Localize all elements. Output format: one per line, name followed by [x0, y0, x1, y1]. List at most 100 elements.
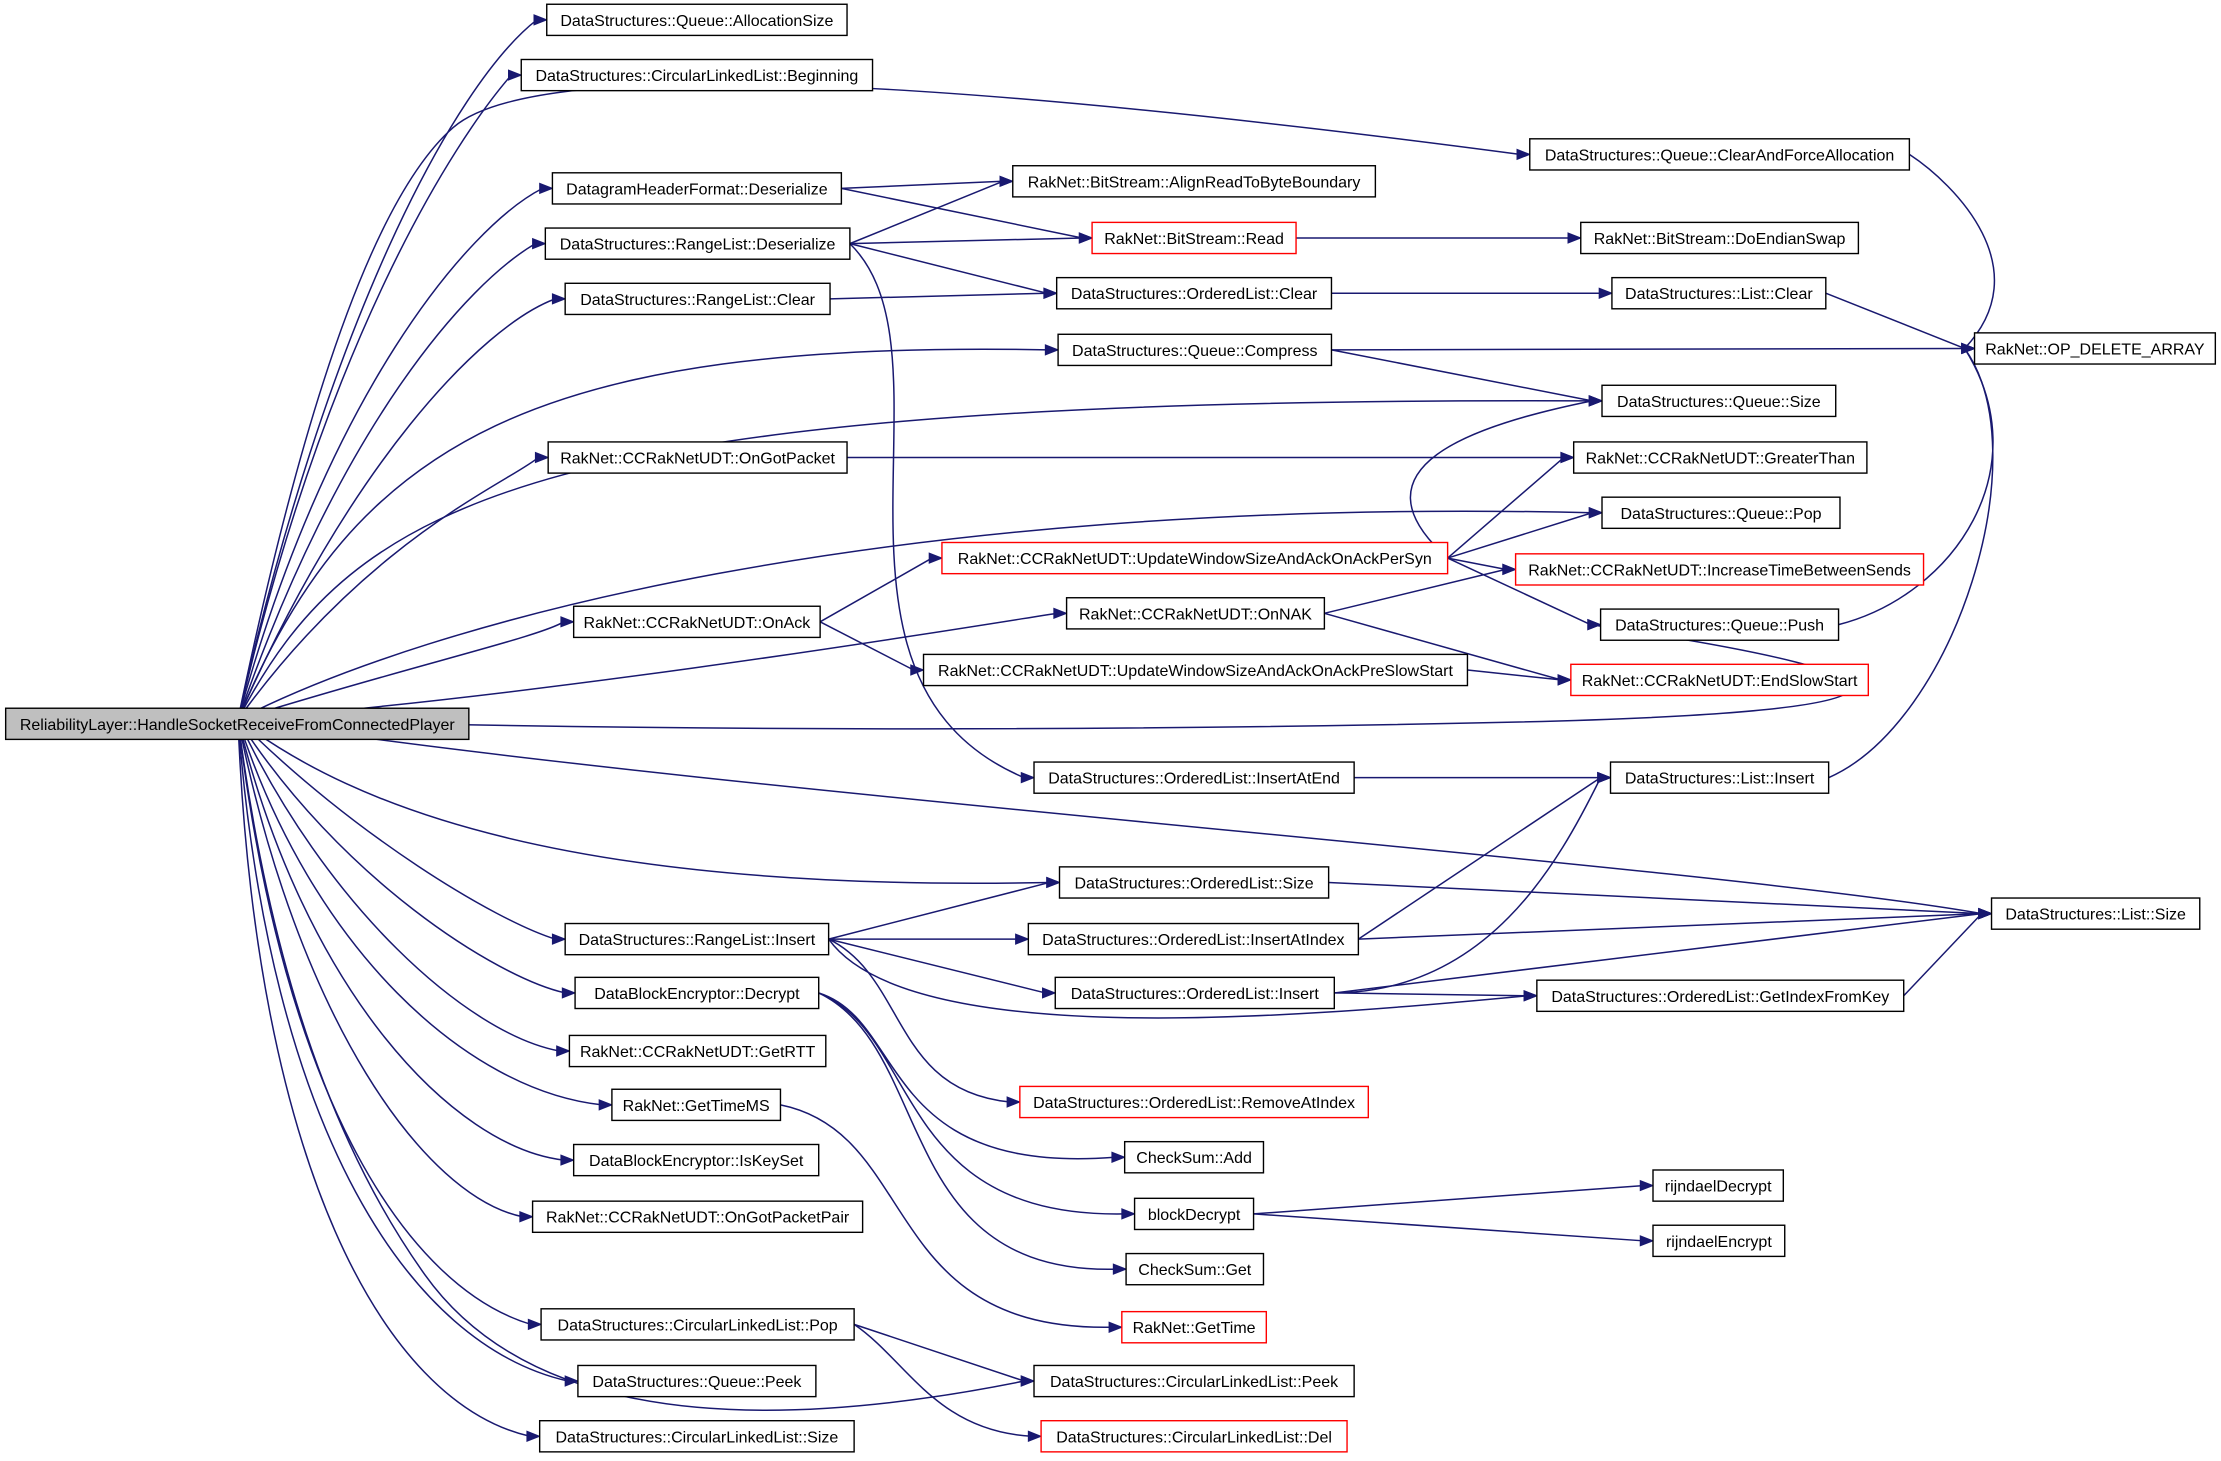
node-queue-push[interactable]: DataStructures::Queue::Push [1599, 608, 1840, 641]
node-list-insert[interactable]: DataStructures::List::Insert [1609, 761, 1830, 794]
node-queue-clear-and-force-allocation[interactable]: DataStructures::Queue::ClearAndForceAllo… [1529, 138, 1911, 171]
edge-root-to-queue-peek [237, 719, 569, 1382]
node-box [1054, 976, 1335, 1010]
arrowhead-icon [1006, 1096, 1022, 1108]
edge-datagram-header-deserialize-to-bitstream-align-read [841, 180, 1003, 190]
node-orderedlist-clear[interactable]: DataStructures::OrderedList::Clear [1055, 276, 1333, 310]
edge-root-to-udt-on-got-packet [237, 456, 539, 720]
node-cll-pop[interactable]: DataStructures::CircularLinkedList::Pop [540, 1308, 855, 1341]
node-orderedlist-insert-at-index[interactable]: DataStructures::OrderedList::InsertAtInd… [1027, 922, 1360, 956]
node-cll-peek[interactable]: DataStructures::CircularLinkedList::Peek [1033, 1364, 1355, 1398]
edge-udt-on-ack-to-udt-update-per-syn [819, 557, 933, 623]
node-rijndael-decrypt[interactable]: rijndaelDecrypt [1652, 1169, 1785, 1202]
node-box [1133, 1197, 1255, 1231]
arrowhead-icon [1044, 344, 1060, 356]
node-label: RakNet::CCRakNetUDT::OnGotPacketPair [546, 1210, 850, 1227]
node-box [1529, 138, 1911, 171]
node-orderedlist-get-index-from-key[interactable]: DataStructures::OrderedList::GetIndexFro… [1536, 979, 1905, 1013]
node-block-decrypt[interactable]: blockDecrypt [1133, 1197, 1255, 1231]
node-cll-size[interactable]: DataStructures::CircularLinkedList::Size [538, 1420, 855, 1453]
node-label: DataStructures::OrderedList::RemoveAtInd… [1033, 1095, 1355, 1112]
arrowhead-icon [928, 552, 944, 564]
arrowhead-icon [1560, 451, 1576, 464]
arrowhead-icon [1046, 876, 1061, 889]
arrowhead-icon [527, 1318, 543, 1331]
node-bitstream-read[interactable]: RakNet::BitStream::Read [1091, 221, 1297, 255]
node-checksum-add[interactable]: CheckSum::Add [1123, 1140, 1265, 1174]
call-edges [237, 14, 1996, 1443]
edge-root-to-queue-pop [237, 510, 1593, 721]
node-udt-on-ack[interactable]: RakNet::CCRakNetUDT::OnAck [572, 605, 821, 639]
node-orderedlist-remove-at-index[interactable]: DataStructures::OrderedList::RemoveAtInd… [1019, 1085, 1369, 1119]
node-label: RakNet::GetTime [1133, 1320, 1256, 1337]
node-cll-del[interactable]: DataStructures::CircularLinkedList::Del [1040, 1420, 1348, 1453]
node-rangelist-clear[interactable]: DataStructures::RangeList::Clear [564, 282, 831, 316]
node-rangelist-deserialize[interactable]: DataStructures::RangeList::Deserialize [544, 227, 851, 260]
node-op-delete-array[interactable]: RakNet::OP_DELETE_ARRAY [1973, 332, 2217, 365]
node-datagram-header-deserialize[interactable]: DatagramHeaderFormat::Deserialize [551, 172, 843, 205]
node-box [1536, 979, 1905, 1013]
node-data-block-decrypt[interactable]: DataBlockEncryptor::Decrypt [574, 976, 820, 1010]
node-orderedlist-insert[interactable]: DataStructures::OrderedList::Insert [1054, 976, 1335, 1010]
node-udt-on-got-packet-pair[interactable]: RakNet::CCRakNetUDT::OnGotPacketPair [531, 1200, 864, 1234]
node-udt-end-slow-start[interactable]: RakNet::CCRakNetUDT::EndSlowStart [1570, 663, 1870, 697]
arrowhead-icon [533, 14, 549, 26]
node-udt-on-got-packet[interactable]: RakNet::CCRakNetUDT::OnGotPacket [547, 441, 848, 474]
node-queue-allocation-size[interactable]: DataStructures::Queue::AllocationSize [546, 3, 848, 37]
node-box [1033, 761, 1355, 794]
node-box [1652, 1169, 1785, 1202]
node-label: DataStructures::Queue::Size [1617, 394, 1821, 411]
arrowhead-icon [1111, 1151, 1127, 1163]
arrowhead-icon [519, 1211, 534, 1223]
node-udt-increase-time[interactable]: RakNet::CCRakNetUDT::IncreaseTimeBetween… [1514, 553, 1925, 586]
node-cll-beginning[interactable]: DataStructures::CircularLinkedList::Begi… [520, 58, 874, 92]
edge-root-to-udt-on-got-packet-pair [237, 719, 523, 1218]
edge-rangelist-insert-to-orderedlist-size [828, 881, 1050, 940]
node-udt-get-rtt[interactable]: RakNet::CCRakNetUDT::GetRTT [568, 1034, 827, 1068]
node-box [1121, 1310, 1268, 1344]
node-bitstream-align-read[interactable]: RakNet::BitStream::AlignReadToByteBounda… [1012, 165, 1377, 198]
node-rijndael-encrypt[interactable]: rijndaelEncrypt [1652, 1224, 1786, 1258]
node-udt-update-pre-slow-start[interactable]: RakNet::CCRakNetUDT::UpdateWindowSizeAnd… [922, 653, 1469, 687]
arrowhead-icon [526, 1430, 542, 1443]
node-box [564, 922, 830, 956]
edge-orderedlist-insert-to-list-insert [1334, 777, 1602, 994]
node-box [1033, 1364, 1355, 1398]
node-checksum-get[interactable]: CheckSum::Get [1125, 1252, 1265, 1286]
node-udt-update-per-syn[interactable]: RakNet::CCRakNetUDT::UpdateWindowSizeAnd… [941, 541, 1449, 575]
edge-root-to-rangelist-clear [237, 298, 556, 720]
node-get-time-ms[interactable]: RakNet::GetTimeMS [611, 1088, 782, 1122]
arrowhead-icon [1043, 287, 1059, 299]
node-queue-size[interactable]: DataStructures::Queue::Size [1601, 384, 1837, 418]
node-orderedlist-insert-at-end[interactable]: DataStructures::OrderedList::InsertAtEnd [1033, 761, 1355, 794]
node-root[interactable]: ReliabilityLayer::HandleSocketReceiveFro… [4, 707, 470, 741]
node-label: DataStructures::OrderedList::Clear [1071, 286, 1318, 303]
edge-orderedlist-insert-to-list-size [1334, 912, 1982, 994]
edge-block-decrypt-to-rijndael-encrypt [1253, 1213, 1644, 1242]
edge-orderedlist-insert-at-index-to-list-insert [1357, 777, 1602, 940]
node-box [540, 1308, 855, 1341]
node-box [941, 541, 1449, 575]
node-label: DataStructures::OrderedList::Insert [1071, 986, 1320, 1003]
node-box [577, 1364, 817, 1398]
node-bitstream-do-endian-swap[interactable]: RakNet::BitStream::DoEndianSwap [1580, 221, 1860, 255]
node-rangelist-insert[interactable]: DataStructures::RangeList::Insert [564, 922, 830, 956]
node-udt-greater-than[interactable]: RakNet::CCRakNetUDT::GreaterThan [1572, 441, 1868, 474]
node-queue-compress[interactable]: DataStructures::Queue::Compress [1057, 333, 1333, 367]
edge-queue-clear-and-force-allocation-to-op-delete-array [1908, 153, 1996, 349]
node-list-size[interactable]: DataStructures::List::Size [1990, 897, 2201, 930]
node-label: ReliabilityLayer::HandleSocketReceiveFro… [20, 717, 456, 734]
node-list-clear[interactable]: DataStructures::List::Clear [1611, 276, 1827, 310]
edge-list-clear-to-op-delete-array [1825, 292, 1965, 350]
node-get-time[interactable]: RakNet::GetTime [1121, 1310, 1268, 1344]
node-udt-on-nak[interactable]: RakNet::CCRakNetUDT::OnNAK [1065, 597, 1326, 630]
node-queue-pop[interactable]: DataStructures::Queue::Pop [1601, 496, 1841, 530]
arrowhead-icon [910, 664, 925, 676]
node-orderedlist-size[interactable]: DataStructures::OrderedList::Size [1058, 866, 1330, 899]
node-data-block-is-key-set[interactable]: DataBlockEncryptor::IsKeySet [572, 1143, 820, 1177]
arrowhead-icon [1588, 395, 1604, 407]
arrowhead-icon [1112, 1263, 1128, 1275]
node-queue-peek[interactable]: DataStructures::Queue::Peek [577, 1364, 817, 1398]
arrowhead-icon [1042, 987, 1057, 999]
node-label: DataStructures::Queue::Pop [1620, 506, 1821, 523]
